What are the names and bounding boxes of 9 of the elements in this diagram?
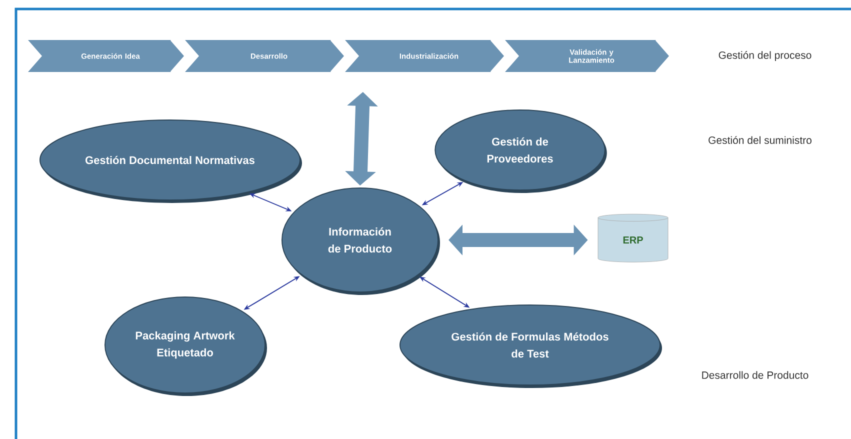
- section-label: Desarrollo de Producto: [702, 371, 808, 379]
- ellipse-node: Gestión Documental Normativas: [40, 120, 302, 203]
- ellipse-node: Packaging Artwork Etiquetado: [104, 296, 267, 396]
- database-cylinder: ERP: [598, 214, 668, 262]
- ellipse-node: Gestión de Formulas Métodos de Test: [400, 304, 662, 388]
- section-label: Gestión del suministro: [708, 136, 812, 144]
- ellipse-node: Información de Producto: [282, 188, 440, 295]
- section-label: Gestión del proceso: [718, 51, 812, 61]
- ellipse-node: Gestión de Proveedores: [434, 110, 607, 193]
